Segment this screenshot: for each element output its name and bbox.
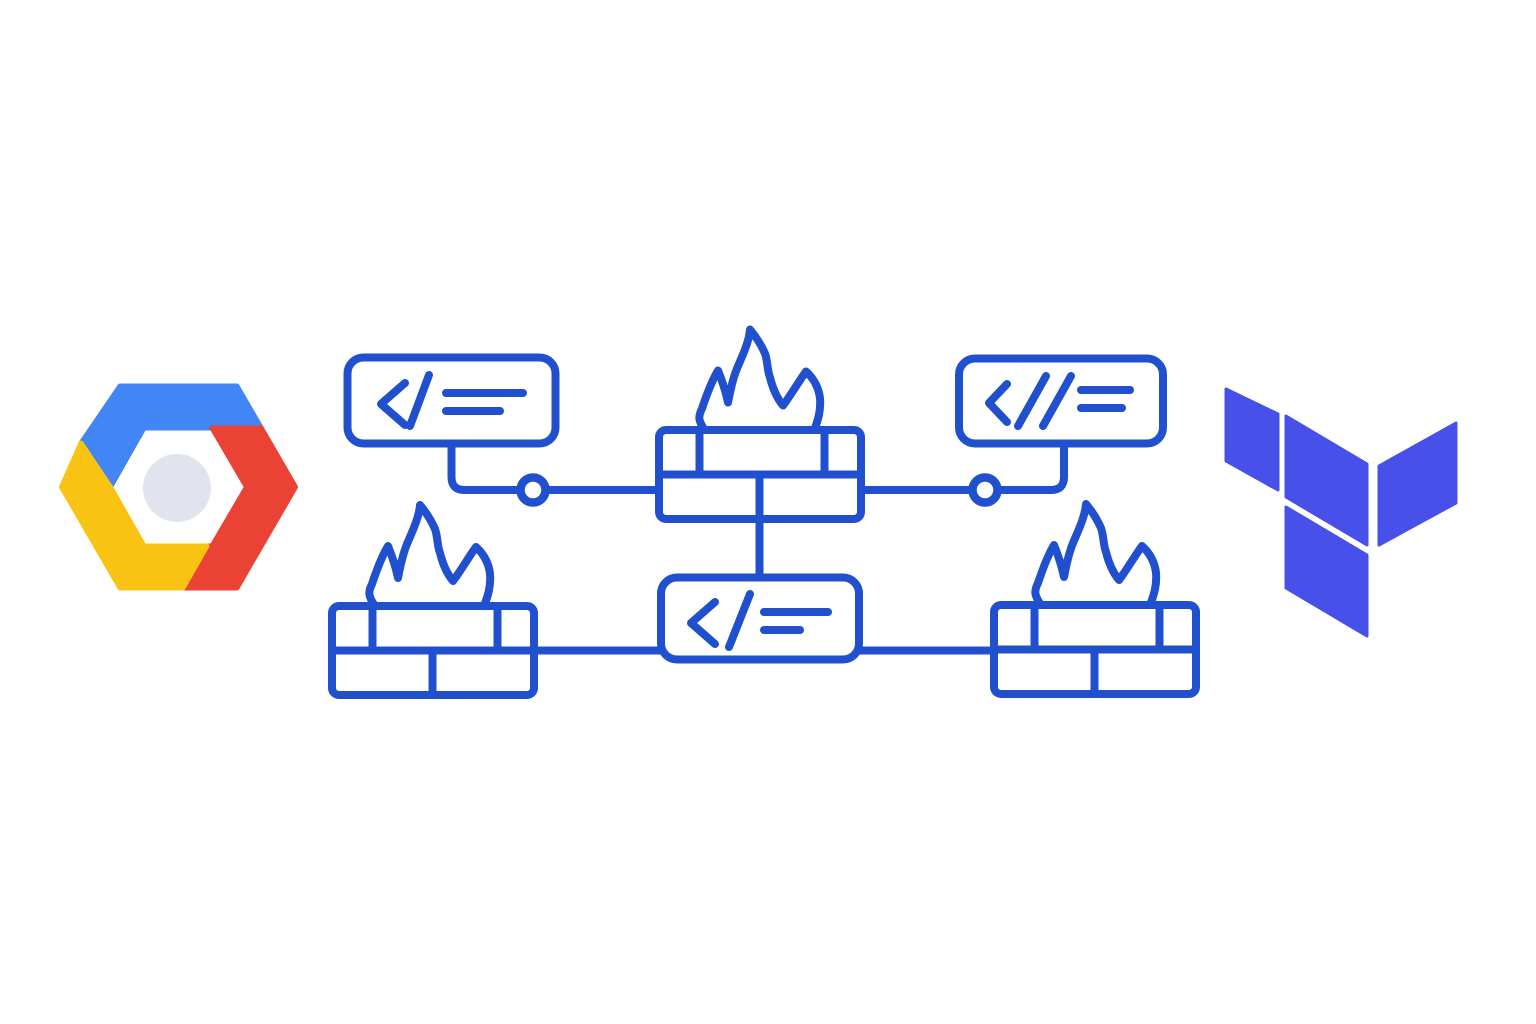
connector-node-left-icon [516,473,550,507]
code-icon [377,371,527,430]
flame-icon [369,505,490,606]
gcp-yellow-segment [59,440,210,591]
code-icon [687,590,832,651]
code-block-top-left [343,353,560,448]
terraform-block-bottom [1284,505,1369,638]
brick-wall-icon [994,605,1196,694]
code-block-bottom-center [657,573,863,664]
firewall-bottom-left [332,505,534,695]
terraform-block-left [1224,387,1280,492]
flame-icon [1035,504,1156,605]
firewall-bottom-right [994,504,1196,694]
flame-icon [699,330,820,431]
connector-node-right-icon [968,473,1002,507]
terraform-block-middle [1284,414,1369,547]
firewall-center [659,330,861,520]
connector-topright-to-center-firewall [857,444,1068,494]
code-block-box [343,353,560,448]
terraform-block-right [1377,421,1458,547]
brick-wall-icon [659,430,861,519]
terraform-logo [1224,387,1458,638]
connector-topleft-to-center-firewall [447,444,663,494]
google-cloud-platform-logo [59,383,298,591]
code-block-top-right [955,354,1167,448]
gcp-center-circle [143,454,211,522]
brick-wall-icon [332,606,534,695]
code-double-slash-icon [985,372,1134,430]
connector-lines [447,444,1068,655]
